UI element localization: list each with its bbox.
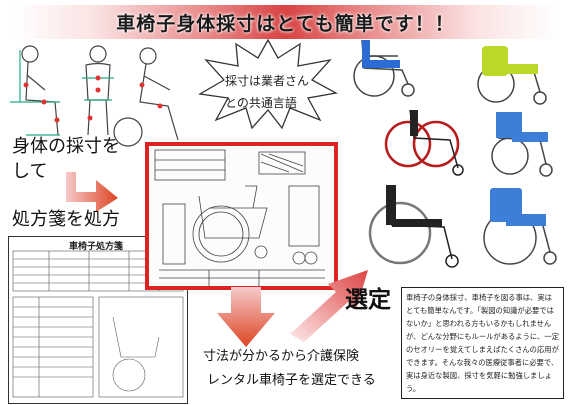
prescription-title: 車椅子処方箋 (69, 242, 124, 252)
arrow-up-right-icon (290, 270, 368, 342)
wheelchair-drawing-icon (154, 149, 325, 286)
wheelchair-icon (384, 109, 464, 176)
arrow-down-icon (217, 287, 275, 347)
description-box: 車椅子の身体採寸、車椅子を図る事は、実はとても簡単なんです。「製図の知識が必要で… (401, 287, 564, 399)
step-measure-line-1: 身体の採寸を (12, 136, 120, 157)
description-text: 車椅子の身体採寸、車椅子を図る事は、実はとても簡単なんです。「製図の知識が必要で… (406, 293, 559, 393)
step-measure-line-2: して (12, 160, 48, 182)
body-measure-figure-icon (10, 45, 179, 147)
wheelchair-icon (353, 39, 415, 97)
callout-line-2: との共通言語 (225, 96, 297, 110)
footer-caption-line-1: 寸法が分かるから介護保険 (203, 349, 360, 364)
callout-line-1: 採寸は業者さん (225, 74, 310, 88)
wheelchair-icon (483, 188, 557, 265)
step-prescribe: 処方箋を処方 (12, 209, 120, 230)
title-banner: 車椅子身体採寸はとても簡単です！！ (13, 5, 558, 39)
wheelchair-icon (368, 185, 459, 268)
footer-caption-line-2: レンタル車椅子を選定できる (207, 373, 376, 388)
step-measure: 身体の採寸を して (12, 137, 120, 182)
technical-drawing (145, 142, 338, 290)
page-title: 車椅子身体採寸はとても簡単です！！ (116, 12, 455, 35)
wheelchair-icon (477, 46, 547, 105)
step-select: 選定 (345, 287, 391, 313)
wheelchair-icon (491, 112, 553, 177)
burst-callout-icon (198, 38, 338, 130)
arrow-right-icon (66, 172, 118, 212)
callout-text: 採寸は業者さん との共通言語 (225, 70, 309, 114)
